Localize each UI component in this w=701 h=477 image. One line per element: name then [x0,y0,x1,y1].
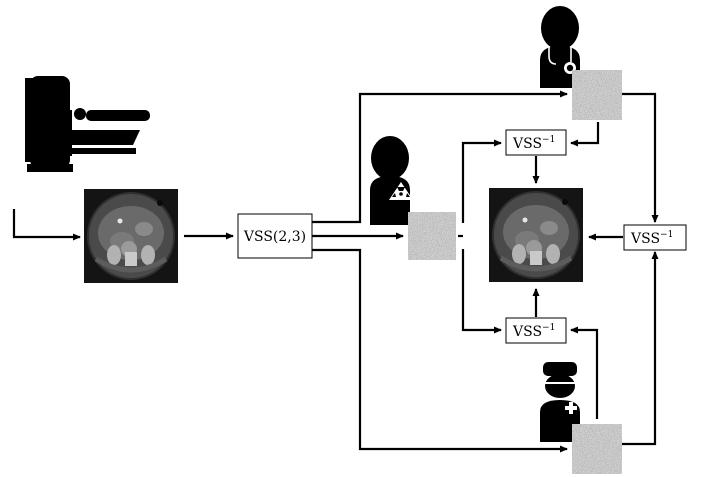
input-arrow [12,209,81,241]
reconstruct-right-label: VSS [630,231,660,247]
ct-image-input [84,189,178,283]
ct-image-reconstructed [489,188,583,282]
reconstruct-top-label: VSS [512,136,542,152]
reconstruct-bottom-label: VSS [512,324,542,340]
radiologist-icon [370,136,413,225]
reconstruct-bottom-sup: −1 [542,323,555,333]
distribution-lines [312,90,568,453]
doctor-share-lines [570,92,659,223]
share-image-surgeon [572,424,622,474]
svg-text:VSS−1: VSS−1 [512,323,555,340]
reconstruct-box-bottom: VSS−1 [505,317,567,344]
reconstruction-arrows [532,156,623,317]
ct-scanner-icon [25,76,150,172]
doctor-stethoscope-icon [540,6,580,88]
surgeon-share-lines [570,251,659,446]
svg-text:VSS−1: VSS−1 [630,230,673,247]
surgeon-icon [540,362,580,442]
svg-text:VSS−1: VSS−1 [512,135,555,152]
reconstruct-box-top: VSS−1 [505,129,567,156]
share-image-doctor [572,70,622,120]
share-image-radiologist [408,212,456,260]
reconstruct-box-right: VSS−1 [623,224,687,251]
reconstruct-top-sup: −1 [542,135,555,145]
radiologist-share-lines [458,139,502,334]
share-box-label: VSS(2,3) [243,229,306,245]
share-box-vss-2-3: VSS(2,3) [237,213,313,259]
reconstruct-right-sup: −1 [660,230,673,240]
